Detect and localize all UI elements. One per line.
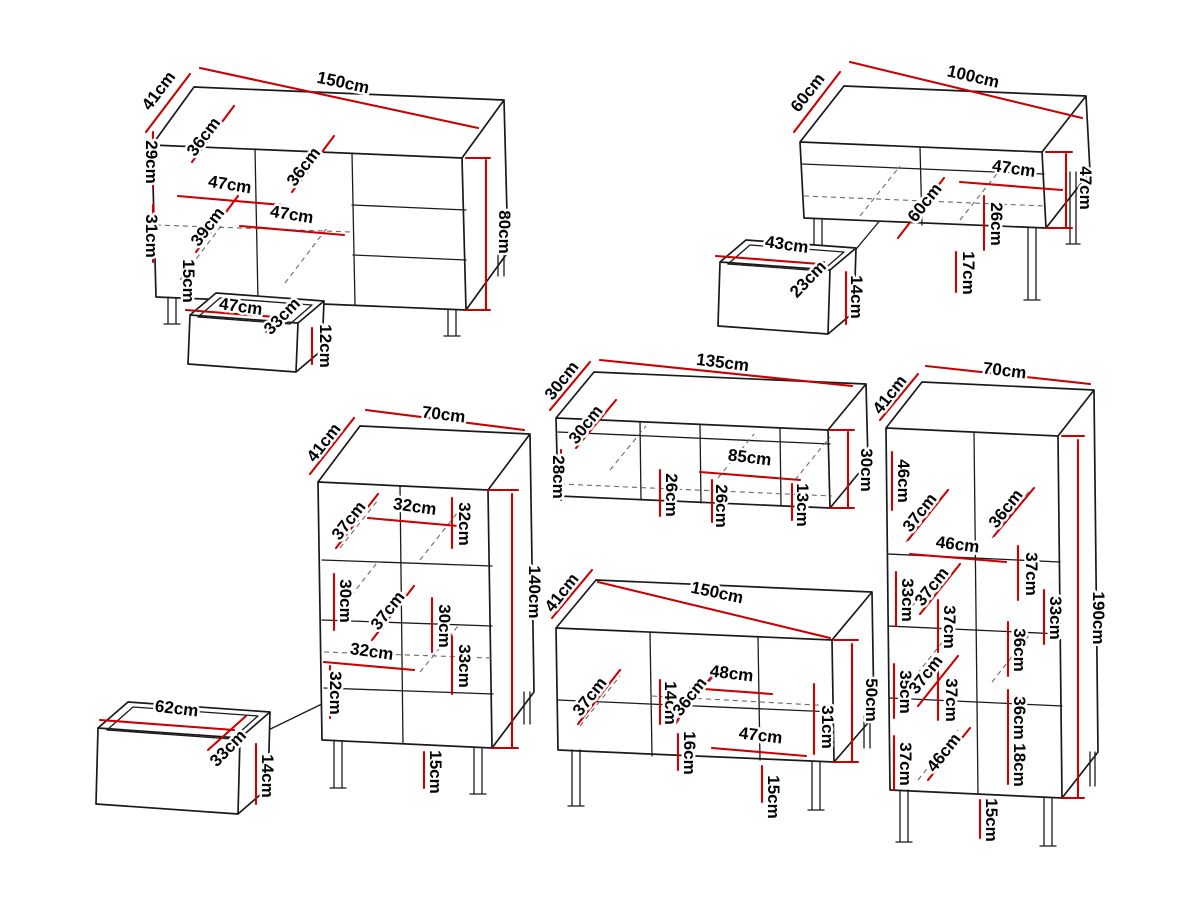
- dimension-label: 32cm: [349, 639, 395, 664]
- dimension-label: 31cm: [142, 214, 161, 257]
- dimension-label: 14cm: [258, 754, 277, 797]
- dimension-label: 70cm: [982, 358, 1027, 382]
- drawer-dimension-lines: [184, 301, 314, 366]
- sideboard-drawer-drawing: 47cm 33cm 12cm: [184, 291, 338, 373]
- dimension-label: 15cm: [179, 259, 198, 302]
- dimension-label: 140cm: [525, 566, 544, 619]
- wardrobe-interior-lines: [887, 431, 1063, 795]
- sideboard-dimension-lines: [144, 66, 492, 312]
- dimension-label: 15cm: [426, 750, 445, 793]
- drawer-inner-rim: [197, 297, 313, 325]
- sideboard-drawing: 41cm 150cm 80cm 29cm 36cm 47cm 36cm 47cm…: [135, 65, 517, 337]
- sideboard-hidden-lines: [155, 224, 353, 284]
- dimension-label: 28cm: [549, 455, 568, 498]
- sideboard-legs: [163, 251, 505, 337]
- dimension-label: 32cm: [455, 502, 474, 545]
- dimension-label: 29cm: [142, 140, 161, 183]
- dimension-label: 41cm: [138, 68, 179, 114]
- coffee-table-body: [799, 85, 1091, 229]
- wall-shelf-drawing: 30cm 135cm 30cm 30cm 28cm 26cm 85cm 26cm…: [538, 347, 878, 530]
- drawer-inner-rim: [106, 706, 259, 740]
- dimension-label: 13cm: [793, 483, 812, 526]
- dimension-label: 18cm: [1010, 743, 1029, 786]
- dimension-label: 30cm: [857, 448, 876, 491]
- dimension-label: 33cm: [898, 578, 917, 621]
- shelf-interior-lines: [557, 421, 831, 507]
- cabinet-drawer-drawing: 62cm 33cm 14cm: [95, 694, 280, 815]
- tv-stand-dimension-lines: [550, 568, 860, 804]
- sideboard-interior-lines: [254, 148, 467, 306]
- dimension-label: 70cm: [421, 402, 466, 426]
- shelf-dimension-lines: [548, 358, 856, 524]
- drawer-dimension-lines: [98, 714, 258, 806]
- cabinet-body: [317, 425, 535, 749]
- dimension-label: 14cm: [661, 681, 680, 724]
- tv-stand-legs: [567, 715, 871, 811]
- dimension-label: 33cm: [1046, 596, 1065, 639]
- dimension-label: 36cm: [1010, 628, 1029, 671]
- shelf-body: [555, 371, 869, 509]
- tv-stand-body: [555, 579, 875, 763]
- cabinet-hidden-lines: [323, 499, 493, 673]
- dimension-label: 16cm: [680, 731, 699, 774]
- dimension-label: 12cm: [316, 324, 335, 367]
- dimension-label: 17cm: [959, 251, 978, 294]
- tv-stand-hidden-lines: [579, 675, 835, 727]
- dimension-label: 190cm: [1089, 592, 1108, 645]
- cabinet-interior-lines: [321, 485, 494, 745]
- drawer-dimension-lines: [714, 254, 848, 326]
- coffee-table-interior-lines: [801, 146, 1045, 226]
- tv-stand-drawing: 41cm 150cm 50cm 37cm 14cm 36cm 48cm 16cm…: [538, 567, 883, 821]
- wardrobe-dimension-lines: [878, 364, 1092, 840]
- coffee-table-drawer-drawing: 43cm 23cm 14cm: [714, 230, 869, 335]
- dimension-label: 35cm: [896, 670, 915, 713]
- dimension-label: 30cm: [435, 604, 454, 647]
- cabinet-dimension-lines: [308, 408, 526, 790]
- dimension-label: 14cm: [847, 275, 866, 318]
- coffee-table-hidden-lines: [803, 165, 1047, 221]
- dimension-label: 32cm: [326, 671, 345, 714]
- dimension-label: 31cm: [818, 705, 837, 748]
- shelf-hidden-lines: [559, 425, 833, 497]
- dimension-label: 60cm: [787, 70, 829, 116]
- dimension-label: 50cm: [862, 678, 881, 721]
- cabinet-legs: [329, 691, 531, 795]
- dimension-label: 26cm: [712, 484, 731, 527]
- coffee-table-drawing: 60cm 100cm 47cm 47cm 60cm 26cm 17cm: [784, 59, 1098, 301]
- dimension-label: 37cm: [1022, 552, 1041, 595]
- tv-stand-interior-lines: [557, 631, 835, 761]
- dimension-label: 46cm: [894, 459, 913, 502]
- dimension-label: 47cm: [1076, 166, 1095, 209]
- wardrobe-legs: [895, 751, 1096, 847]
- dimension-label: 37cm: [940, 605, 959, 648]
- dimension-label: 80cm: [495, 210, 514, 253]
- drawer-inner-rim: [727, 244, 845, 272]
- dimension-label: 37cm: [896, 742, 915, 785]
- dimension-label: 33cm: [455, 644, 474, 687]
- coffee-table-dimension-lines: [792, 60, 1084, 294]
- wardrobe-drawing: 41cm 70cm 190cm 46cm 37cm 36cm 46cm 37cm…: [866, 356, 1111, 847]
- dimension-label: 36cm: [1010, 696, 1029, 739]
- dimension-label: 26cm: [987, 202, 1006, 245]
- dimension-label: 26cm: [662, 473, 681, 516]
- dimension-label: 37cm: [942, 678, 961, 721]
- dimension-label: 30cm: [336, 579, 355, 622]
- dimension-label: 15cm: [982, 798, 1001, 841]
- dimension-label: 15cm: [764, 775, 783, 818]
- cabinet-drawing: 41cm 70cm 140cm 37cm 32cm 32cm 30cm 37cm…: [251, 400, 547, 796]
